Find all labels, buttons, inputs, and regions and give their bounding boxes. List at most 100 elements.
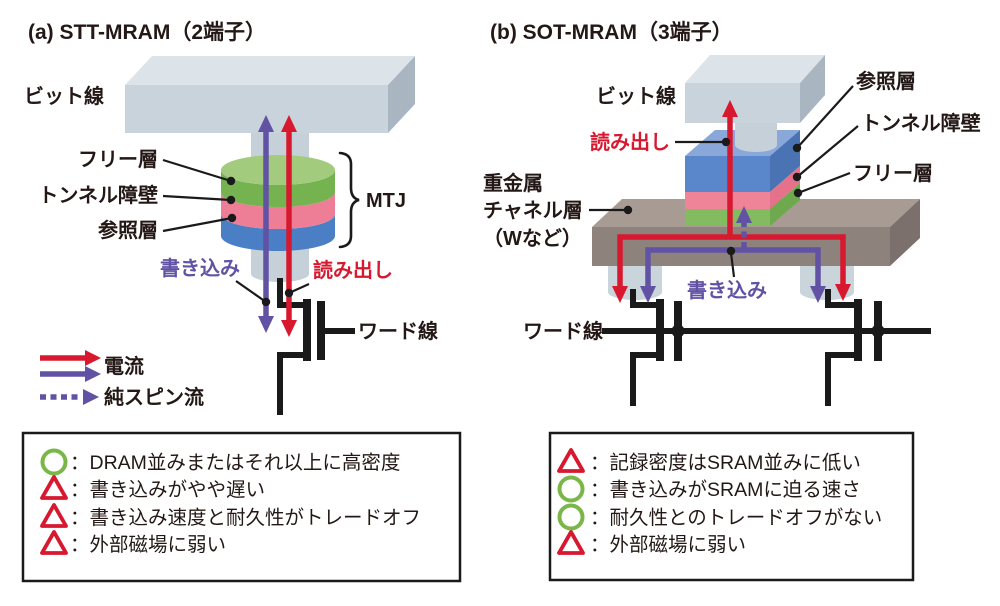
warn-triangle-marker [557, 530, 585, 555]
panel-a-write-arrow [258, 115, 274, 333]
reference-layer-label: 参照層 [856, 69, 916, 93]
warn-triangle-marker [40, 530, 68, 555]
panel-a-title: (a) STT-MRAM（2端子） [28, 20, 266, 44]
read-arrowhead-down [281, 320, 297, 337]
free-layer-pointer-dot [226, 176, 236, 186]
read-arrowhead-up [281, 115, 297, 132]
mtj-brace [338, 151, 360, 249]
write-arrowhead-up [258, 115, 274, 132]
panel-b-read-label-group: 読み出し [590, 130, 731, 154]
panel-a-transistor [277, 278, 355, 415]
free-layer-disk-top [221, 155, 335, 185]
write-pointer [235, 280, 267, 303]
panel-b-feature-box: ：記録密度はSRAM並みに低い ：書き込みがSRAMに迫る速さ ：耐久性とのトレ… [548, 431, 915, 582]
bit-line-front-face [685, 83, 800, 123]
feature-item: ：外部磁場に弱い [70, 534, 226, 556]
tunnel-barrier-side [770, 166, 800, 209]
warn-triangle-marker [40, 475, 68, 500]
free-layer-label: フリー層 [853, 162, 933, 185]
tunnel-barrier-disk [221, 192, 335, 229]
legend-pure-spin-label: 純スピン流 [104, 385, 204, 409]
read-pointer-dot [284, 288, 294, 298]
reference-layer-pointer-dot [227, 213, 237, 223]
feature-item: ：書き込み速度と耐久性がトレードオフ [70, 507, 421, 529]
bit-line-top-face [125, 56, 415, 85]
panel-b-bit-line-label: ビット線 [596, 84, 676, 108]
write-pointer [729, 252, 736, 278]
write-pointer-dot [726, 246, 736, 256]
spin-arrowhead-up [736, 206, 752, 223]
heavy-metal-label-line1: 重金属 [483, 171, 543, 195]
read-pointer-dot [721, 137, 731, 147]
panel-a-read-label-group: 読み出し [284, 258, 393, 298]
legend-current-label: 電流 [104, 354, 144, 378]
panel-a-bit-line-label: ビット線 [24, 84, 104, 108]
free-layer-pointer [797, 171, 851, 195]
word-line-junction-dot [671, 324, 685, 338]
warn-triangle-marker [40, 503, 68, 528]
write-arrowhead-down [258, 316, 274, 333]
panel-b-title: (b) SOT-MRAM（3端子） [490, 20, 733, 44]
good-circle-marker [557, 475, 585, 503]
feature-item: ：書き込みがやや遅い [70, 479, 265, 501]
panel-b-read-label: 読み出し [590, 130, 670, 154]
bit-line-front-face [125, 85, 388, 133]
drain-lead [825, 289, 858, 308]
panel-a-word-line-label: ワード線 [358, 319, 438, 343]
heavy-metal-label-group: 重金属 チャネル層 （Wなど） [483, 171, 633, 250]
red-arrowhead-down-right [835, 284, 851, 301]
free-layer-pointer [162, 158, 232, 183]
panel-a-bit-line-box [125, 56, 415, 133]
free-layer-pointer-dot [793, 188, 803, 198]
heavy-metal-pointer-dot [623, 205, 633, 215]
drain-lead [630, 289, 659, 308]
free-layer-disk [221, 170, 335, 207]
panel-b-right-transistor [825, 289, 882, 406]
feature-item: ：外部磁場に弱い [590, 534, 746, 556]
reference-layer-pointer [796, 85, 854, 149]
reference-layer-pointer-dot [792, 143, 802, 153]
feature-item: ：DRAM並みまたはそれ以上に高密度 [70, 452, 400, 474]
tunnel-barrier-label: トンネル障壁 [861, 111, 981, 135]
feature-item: ：書き込みがSRAMに迫る速さ [590, 479, 861, 501]
warn-triangle-marker [557, 448, 585, 473]
mtj-label: MTJ [366, 190, 406, 212]
free-layer-label: フリー層 [78, 148, 158, 171]
panel-b-top-via [735, 123, 777, 152]
tunnel-barrier-pointer [796, 125, 859, 178]
panel-b-write-label-group: 書き込み [687, 246, 767, 302]
good-circle-marker [40, 448, 68, 476]
panel-a-mtj-stack [221, 155, 335, 251]
panel-b-bit-line-box [685, 55, 825, 123]
panel-b-sot-mram: (b) SOT-MRAM（3端子） ワード線 [483, 20, 981, 582]
heavy-metal-label-line2: チャネル層 [483, 199, 583, 222]
feature-item: ：耐久性とのトレードオフがない [590, 507, 882, 529]
read-arrowhead-up [722, 100, 738, 117]
tunnel-barrier-label: トンネル障壁 [38, 183, 158, 207]
write-pointer-dot [261, 297, 271, 307]
bit-line-right-face [800, 55, 825, 123]
panel-a-write-label-group: 書き込み [160, 257, 271, 307]
panel-b-layer-labels: 参照層 トンネル障壁 フリー層 [792, 69, 981, 198]
pure-spin-current-arrow [736, 206, 752, 248]
panel-a-layer-labels: フリー層 トンネル障壁 参照層 [38, 148, 237, 242]
heavy-metal-label-line3: （Wなど） [483, 227, 582, 250]
feature-item: ：記録密度はSRAM並みに低い [590, 452, 861, 474]
panel-a-stt-mram: (a) STT-MRAM（2端子） ワード線 [21, 20, 462, 583]
reference-layer-pointer [162, 216, 233, 233]
word-line-junction-dot [871, 324, 885, 338]
panel-a-write-label: 書き込み [160, 257, 240, 280]
purple-arrowhead-down-right [810, 286, 826, 303]
feature-box-border [548, 431, 915, 582]
purple-arrowhead-down-left [640, 286, 656, 303]
drain-lead [277, 278, 307, 308]
feature-box-border [21, 431, 462, 583]
reference-layer-side [770, 130, 800, 192]
panel-a-feature-box: ：DRAM並みまたはそれ以上に高密度 ：書き込みがやや遅い ：書き込み速度と耐久… [21, 431, 462, 583]
tunnel-barrier-pointer-dot [792, 172, 802, 182]
free-layer-side [770, 183, 800, 226]
bit-line-right-face [388, 56, 415, 133]
panel-b-left-transistor [630, 289, 682, 406]
panel-b-write-label: 書き込み [687, 279, 767, 302]
panel-a-read-label: 読み出し [313, 258, 393, 282]
